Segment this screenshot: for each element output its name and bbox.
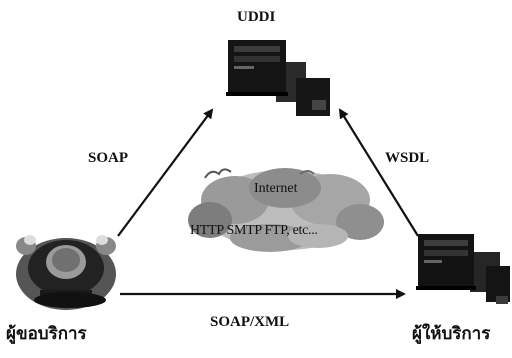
wsdl-label: WSDL <box>385 150 430 166</box>
wsdl-arrow <box>338 108 419 237</box>
soap-xml-label: SOAP/XML <box>210 314 290 330</box>
internet-cloud-icon <box>188 168 384 252</box>
requester-label: ผู้ขอบริการ <box>6 324 87 344</box>
uddi-label: UDDI <box>237 9 276 25</box>
protocols-label: HTTP SMTP FTP, etc... <box>190 223 318 238</box>
requester-person-icon <box>16 235 116 310</box>
provider-label: ผู้ให้บริการ <box>412 324 491 344</box>
uddi-server-icon <box>226 40 330 116</box>
soap-arrow <box>117 108 214 237</box>
provider-server-icon <box>416 234 510 304</box>
soap-label: SOAP <box>88 150 129 166</box>
internet-label: Internet <box>254 181 298 196</box>
